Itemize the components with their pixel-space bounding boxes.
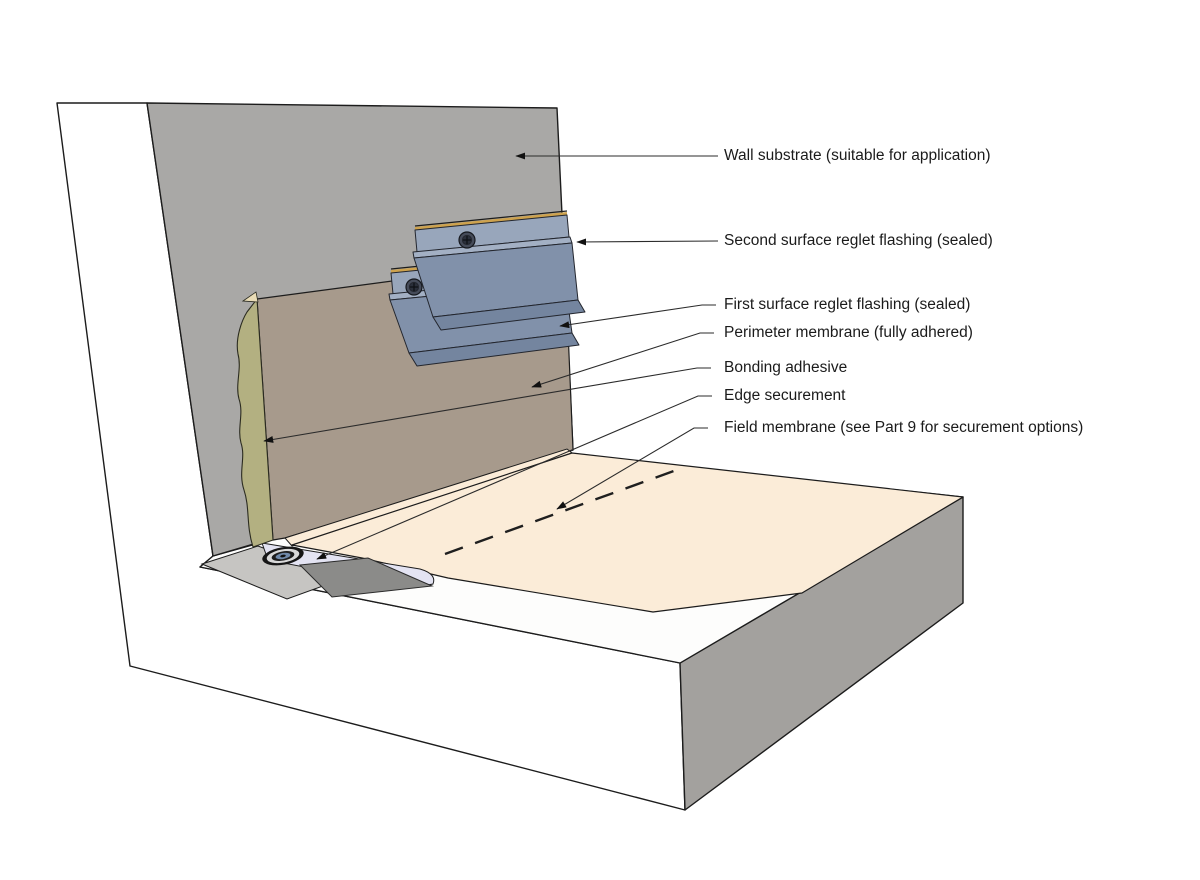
leader-first-surface-reglet xyxy=(559,304,716,329)
label-perimeter-membrane: Perimeter membrane (fully adhered) xyxy=(724,324,973,341)
seam-plate-fastener xyxy=(262,546,304,566)
leader-perimeter-membrane xyxy=(531,332,714,388)
hidden-securement-dashed-line xyxy=(444,466,683,556)
second-surface-reglet-flashing xyxy=(412,210,586,331)
membrane-corner-sliver xyxy=(241,291,259,303)
leader-bonding-adhesive xyxy=(263,367,711,443)
label-edge-securement: Edge securement xyxy=(724,387,846,404)
bonding-adhesive-patch xyxy=(298,557,434,598)
leader-second-surface-reglet xyxy=(576,238,719,246)
label-first-surface-reglet: First surface reglet flashing (sealed) xyxy=(724,296,971,313)
reglet-screw-lower xyxy=(405,278,423,296)
sealant-bead-upper xyxy=(414,212,568,230)
reglet-screw-upper xyxy=(458,231,476,249)
label-bonding-adhesive: Bonding adhesive xyxy=(724,359,848,376)
label-wall-substrate: Wall substrate (suitable for application… xyxy=(724,147,991,164)
label-second-surface-reglet: Second surface reglet flashing (sealed) xyxy=(724,232,993,249)
bonding-adhesive-strip xyxy=(236,298,274,548)
leader-lines xyxy=(263,152,719,560)
leader-edge-securement xyxy=(316,395,712,560)
label-field-membrane: Field membrane (see Part 9 for securemen… xyxy=(724,419,1084,436)
leader-field-membrane xyxy=(556,427,708,510)
